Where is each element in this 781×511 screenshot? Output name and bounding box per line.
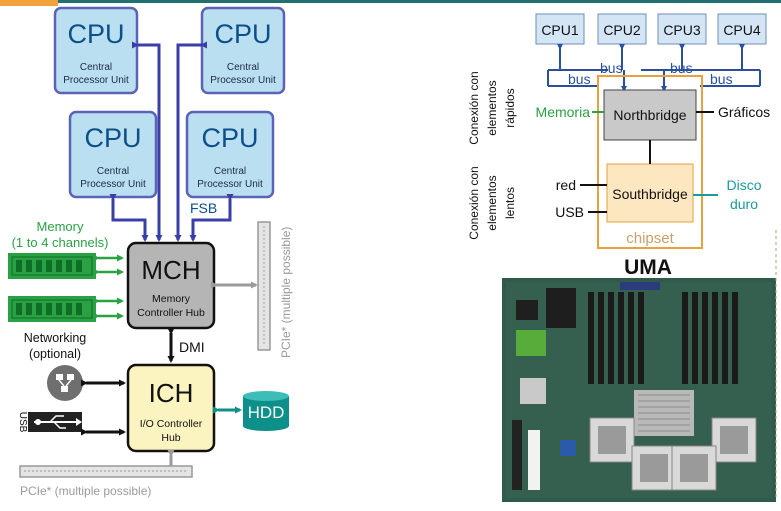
chipset-outline [597, 75, 703, 249]
cpu-subtitle-line2: Processor Unit [197, 179, 263, 190]
usb-label: USB [17, 412, 28, 433]
slow-label-line2: elementos [485, 175, 499, 230]
mch-box: MCH Memory Controller Hub [126, 241, 216, 330]
mch-title: MCH [141, 255, 200, 285]
cpu-title: CPU [201, 123, 258, 153]
top-banner [0, 0, 781, 6]
bus-label: bus [710, 71, 733, 87]
slow-connection-label: Conexión con elementos lentos [467, 166, 517, 239]
fsb-label: FSB [190, 200, 217, 216]
mch-subtitle-line2: Controller Hub [137, 307, 205, 319]
memory-arrows [93, 254, 124, 320]
cpu-box-1: CPU Central Processor Unit [53, 6, 139, 95]
southbridge-label: Southbridge [612, 186, 688, 202]
ich-box: ICH I/O Controller Hub [126, 363, 216, 453]
fsb-arrows [109, 41, 234, 242]
motherboard-photo [502, 278, 776, 502]
cpu-title: CPU [84, 123, 141, 153]
pcie-bottom-label: PCIe* (multiple possible) [20, 484, 151, 498]
uma-cpu-box-3: CPU3 [657, 13, 707, 45]
cpu-subtitle-line2: Processor Unit [80, 179, 146, 190]
bus-label: bus [600, 60, 623, 76]
uma-bus-labels: bus bus bus bus [568, 60, 733, 87]
usb-icon [28, 412, 82, 432]
memory-module-icon [8, 253, 96, 279]
northbridge-label: Northbridge [613, 107, 686, 123]
ich-subtitle-line2: Hub [161, 432, 180, 444]
cpu-box-4: CPU Central Processor Unit [185, 110, 275, 199]
uma-cpu-box-1: CPU1 [535, 13, 585, 45]
hdd-label: HDD [248, 403, 285, 422]
hdd-icon [243, 391, 289, 431]
cpu-subtitle-line1: Central [227, 62, 259, 73]
network-icon [47, 365, 83, 401]
chipset-label: chipset [626, 230, 674, 247]
slow-label-line3: lentos [503, 187, 517, 219]
bus-label: bus [568, 71, 591, 87]
cpu-title: CPU [214, 19, 271, 49]
pcie-vertical-slot [211, 221, 271, 351]
cpu-box-2: CPU Central Processor Unit [200, 6, 286, 95]
uma-cpu-label: CPU1 [541, 22, 579, 38]
pcie-bottom-slot [19, 450, 193, 478]
disco-label-line1: Disco [726, 177, 761, 193]
pcie-vertical-label: PCIe* (multiple possible) [279, 227, 293, 358]
memory-label-line2: (1 to 4 channels) [12, 235, 109, 250]
ich-title: ICH [149, 378, 194, 408]
memory-label-line1: Memory [37, 219, 84, 234]
memory-modules [8, 253, 96, 322]
uma-bus [547, 44, 761, 92]
memoria-label: Memoria [536, 104, 591, 120]
cpu-subtitle-line2: Processor Unit [63, 75, 129, 86]
uma-cpus: CPU1 CPU2 CPU3 CPU4 [535, 13, 767, 45]
dmi-label: DMI [179, 339, 205, 355]
mch-subtitle-line1: Memory [152, 293, 191, 305]
ich-subtitle-line1: I/O Controller [140, 418, 203, 430]
southbridge-box [606, 163, 694, 223]
red-label: red [556, 177, 576, 193]
uma-title: UMA [624, 256, 672, 279]
northbridge-box [603, 89, 697, 141]
graficos-label: Gráficos [718, 104, 770, 120]
uma-cpu-label: CPU2 [603, 22, 641, 38]
fast-label-line2: elementos [485, 80, 499, 135]
cpu-subtitle-line1: Central [80, 62, 112, 73]
disco-label-line2: duro [730, 196, 758, 212]
cpu-subtitle-line1: Central [214, 166, 246, 177]
memory-module-icon [8, 296, 96, 322]
uma-cpu-label: CPU3 [663, 22, 701, 38]
uma-cpu-box-4: CPU4 [717, 13, 767, 45]
fast-label-line3: rápidos [503, 88, 517, 127]
cpu-title: CPU [67, 19, 124, 49]
uma-cpu-box-2: CPU2 [597, 13, 647, 45]
networking-label-line2: (optional) [29, 347, 81, 361]
cpu-box-3: CPU Central Processor Unit [68, 110, 158, 199]
networking-label-line1: Networking [24, 331, 87, 345]
bus-label: bus [670, 60, 693, 76]
fast-connection-label: Conexión con elementos rápidos [467, 71, 517, 144]
cpu-subtitle-line2: Processor Unit [210, 75, 276, 86]
slow-label-line1: Conexión con [467, 166, 481, 239]
uma-usb-label: USB [555, 204, 584, 220]
uma-cpu-label: CPU4 [723, 22, 761, 38]
cpu-subtitle-line1: Central [97, 166, 129, 177]
fast-label-line1: Conexión con [467, 71, 481, 144]
